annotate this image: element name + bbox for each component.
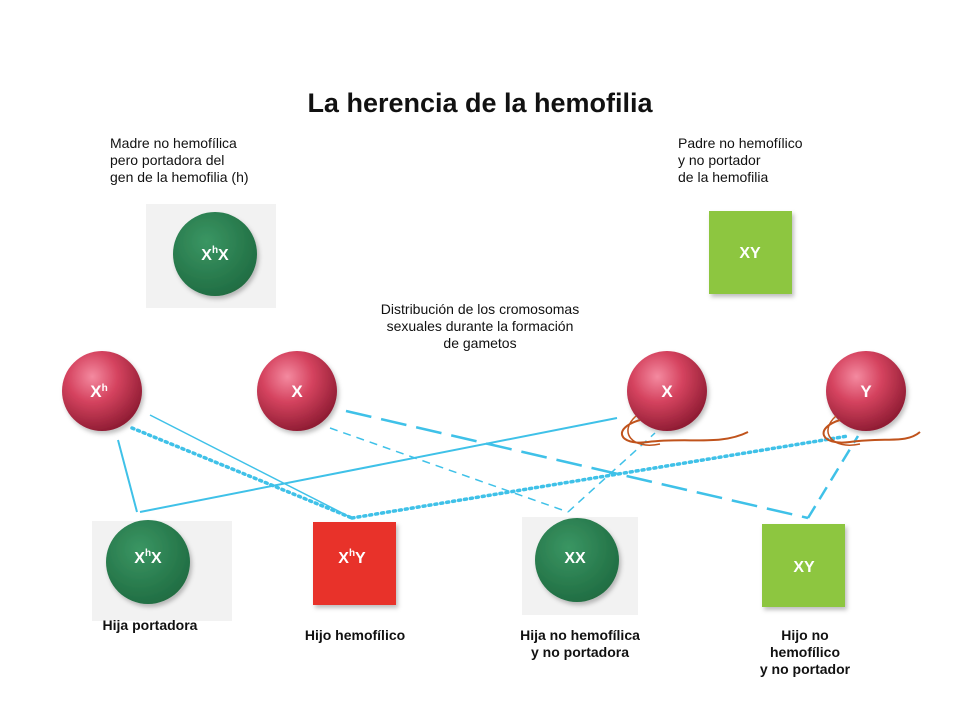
distribution-note-line: Distribución de los cromosomas	[380, 301, 580, 317]
father-genotype-square	[709, 211, 792, 294]
child-genotype-label: XY	[793, 559, 815, 576]
line-solid	[139, 417, 618, 513]
child-genotype-square	[762, 524, 845, 607]
gamete-sphere	[62, 351, 142, 431]
line-solid	[117, 439, 138, 513]
mother-description-line: pero portadora del	[110, 152, 225, 168]
father-description: Padre no hemofílico y no portador de la …	[678, 135, 803, 186]
gamete-sphere	[257, 351, 337, 431]
child-genotype-label: XhY	[338, 548, 366, 567]
gamete-sphere	[627, 351, 707, 431]
child-label-line: Hija portadora	[102, 617, 198, 633]
father-description-line: de la hemofilia	[678, 169, 769, 185]
distribution-note-line: sexuales durante la formación	[386, 318, 574, 334]
child-genotype-label: XhX	[134, 548, 162, 567]
child-label-line: y no portador	[759, 661, 851, 677]
child-label: Hija portadora	[75, 617, 225, 634]
child-label: Hijo no hemofílico y no portador	[730, 627, 880, 678]
gamete-label: X	[661, 382, 673, 401]
sperm-tail	[822, 419, 921, 444]
connection-lines	[117, 409, 860, 520]
sperm-tail	[620, 419, 749, 444]
gamete-sphere	[826, 351, 906, 431]
mother-description: Madre no hemofílica pero portadora del g…	[110, 135, 249, 186]
page-title: La herencia de la hemofilia	[307, 88, 653, 118]
child-genotype-circle	[106, 520, 190, 604]
child-label-line: Hija no hemofílica	[520, 627, 640, 643]
child-label: Hija no hemofílica y no portadora	[495, 627, 665, 661]
child-genotype-circle	[535, 518, 619, 602]
father-genotype-label: XY	[739, 245, 761, 262]
line-long-dashed	[345, 409, 809, 520]
mother-genotype-circle	[173, 212, 257, 296]
line-dashed	[329, 427, 569, 513]
sperm-tail	[627, 415, 661, 446]
mother-genotype-label: XhX	[201, 245, 229, 264]
father-description-line: Padre no hemofílico	[678, 135, 803, 151]
line-dotted	[350, 434, 850, 520]
sperm-tail	[827, 415, 861, 446]
distribution-note-line: de gametos	[443, 335, 517, 351]
father-description-line: y no portador	[678, 152, 761, 168]
child-label-line: hemofílico	[769, 644, 840, 660]
child-label-line: y no portadora	[530, 644, 629, 660]
child-label-line: Hijo hemofílico	[304, 627, 406, 643]
line-solid	[149, 414, 353, 519]
child-genotype-square	[313, 522, 396, 605]
gamete-label: X	[291, 382, 303, 401]
mother-description-line: Madre no hemofílica	[110, 135, 237, 151]
gamete-label: Xh	[90, 382, 107, 401]
child-label: Hijo hemofílico	[285, 627, 425, 644]
child-genotype-label: XX	[564, 550, 586, 567]
line-dotted	[130, 426, 354, 520]
distribution-note: Distribución de los cromosomas sexuales …	[340, 301, 620, 352]
gamete-label: Y	[860, 382, 872, 401]
child-label-line: Hijo no	[781, 627, 829, 643]
mother-description-line: gen de la hemofilia (h)	[110, 169, 249, 185]
line-long-dashed	[806, 435, 860, 519]
